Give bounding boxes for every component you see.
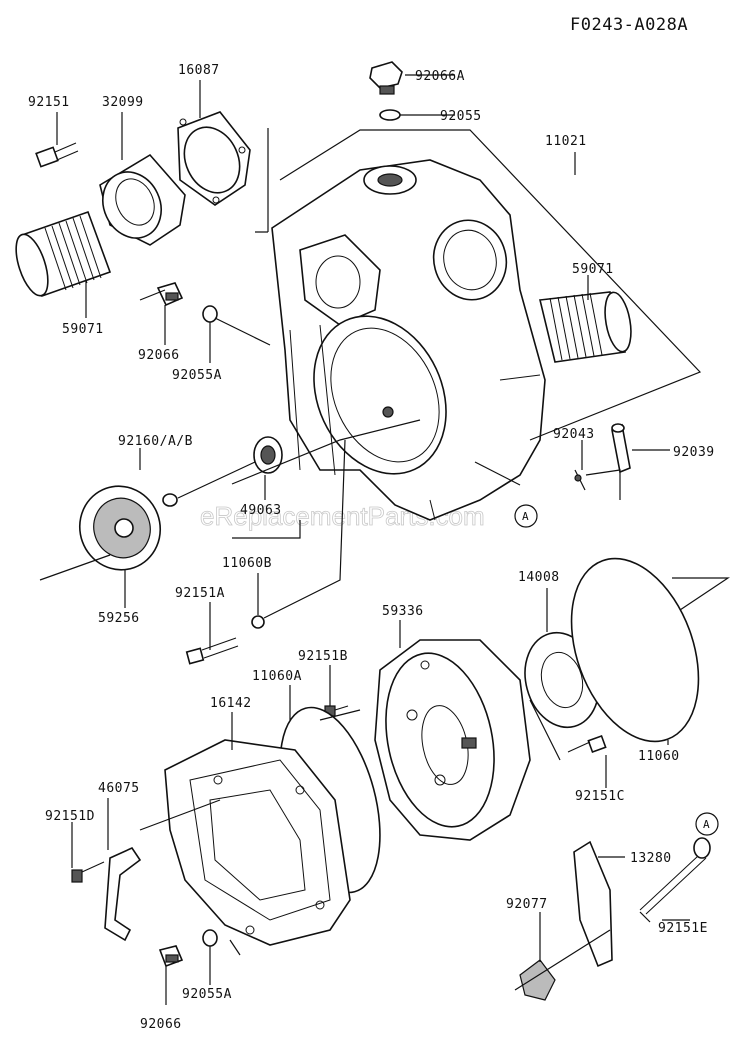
label-flange-cap: 32099 (102, 95, 144, 110)
label-plug-bottom: 92066 (140, 1017, 182, 1032)
label-o-ring-top: 92055 (440, 109, 482, 124)
volute-case-shape (374, 639, 531, 841)
pump-cover-shape (164, 739, 351, 946)
knob-shape (519, 959, 556, 1001)
label-gasket-top: 16087 (178, 63, 220, 78)
label-impeller-nut: 49063 (240, 503, 282, 518)
handle-bracket-shape (104, 846, 142, 942)
plug-bottom-shape (158, 945, 184, 968)
ref-marker-eyebolt: A (695, 812, 719, 836)
washer-shape (251, 615, 265, 629)
label-bolt-bottom-left: 92151D (45, 809, 95, 824)
lever-shape (573, 840, 613, 968)
plug-top-shape (369, 61, 403, 95)
label-coupling-right: 59071 (572, 262, 614, 277)
label-pump-cover: 16142 (210, 696, 252, 711)
bolt-eye-shape (639, 837, 711, 923)
impeller-shape (78, 485, 162, 571)
label-pin: 92043 (553, 427, 595, 442)
bolt-bottom-left-shape (71, 861, 105, 883)
svg-text:A: A (522, 510, 529, 523)
coupling-right-shape (539, 291, 632, 363)
leader-lines (39, 74, 730, 1005)
label-knob: 92077 (506, 897, 548, 912)
label-volute-case: 59336 (382, 604, 424, 619)
label-impeller: 59256 (98, 611, 140, 626)
label-lever: 13280 (630, 851, 672, 866)
gasket-top-shape (177, 111, 251, 206)
label-bolt-case: 92151C (575, 789, 625, 804)
label-o-ring-bottom: 92055A (182, 987, 232, 1002)
label-wear-plate: 14008 (518, 570, 560, 585)
label-pin-long: 92039 (673, 445, 715, 460)
label-coupling-left: 59071 (62, 322, 104, 337)
o-ring-bottom-shape (202, 929, 218, 947)
plug-left-shape (156, 282, 184, 307)
ref-marker-housing: A (514, 504, 538, 528)
impeller-nut-shape (253, 436, 283, 474)
label-shim: 92160/A/B (118, 434, 193, 449)
bolt-mid-shape (185, 637, 239, 665)
label-bolt-eye: 92151E (658, 921, 708, 936)
pin-long-shape (611, 423, 631, 474)
pin-shape (574, 469, 586, 491)
o-ring-top-shape (379, 109, 401, 121)
label-bolt-small: 92151B (298, 649, 348, 664)
pump-housing-shape (271, 159, 546, 521)
flange-cap-shape (99, 153, 186, 246)
shim-shape (162, 493, 178, 507)
label-o-ring-left: 92055A (172, 368, 222, 383)
label-washer: 11060B (222, 556, 272, 571)
label-pump-housing: 11021 (545, 134, 587, 149)
bolt-top-left-shape (35, 142, 79, 168)
coupling-left-shape (15, 210, 112, 298)
label-bolt-top-left: 92151 (28, 95, 70, 110)
bolt-case-shape (567, 734, 607, 754)
o-ring-cover-shape (570, 557, 700, 743)
label-bolt-mid: 92151A (175, 586, 225, 601)
label-plug-left: 92066 (138, 348, 180, 363)
part-labels: 92151 32099 16087 92066A 92055 11021 590… (28, 63, 715, 1032)
diagram-code: F0243-A028A (570, 15, 688, 35)
label-o-ring-cover: 11060 (638, 749, 680, 764)
o-ring-left-shape (202, 305, 218, 323)
label-plug-top: 92066A (415, 69, 465, 84)
label-o-ring-large: 11060A (252, 669, 302, 684)
svg-text:A: A (703, 818, 710, 831)
label-handle-bracket: 46075 (98, 781, 140, 796)
